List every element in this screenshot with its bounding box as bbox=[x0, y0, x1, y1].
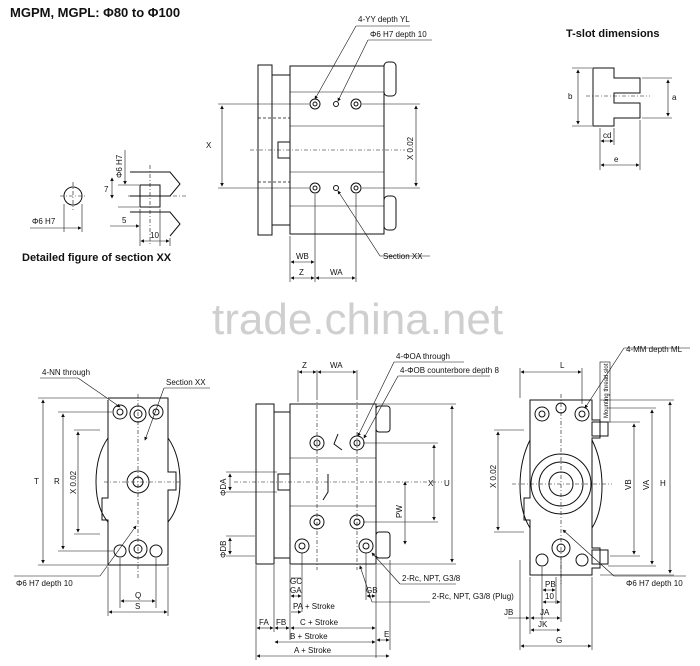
top-dim-wa: WA bbox=[330, 268, 343, 277]
top-callout-phi6: Φ6 H7 depth 10 bbox=[370, 30, 427, 39]
tslot-detail: T-slot dimensions b a cd e bbox=[566, 28, 677, 170]
left-dim-x002: X 0.02 bbox=[69, 470, 78, 494]
top-callout-4yy: 4-YY depth YL bbox=[358, 15, 410, 24]
page-title: MGPM, MGPL: Φ80 to Φ100 bbox=[10, 5, 180, 20]
top-dim-x002: X 0.02 bbox=[406, 136, 415, 160]
top-dim-x: X bbox=[206, 141, 212, 150]
right-dim-jk: JK bbox=[538, 620, 548, 629]
section-detail: Φ6 H7 Φ6 H7 7 5 10 Detailed figure of se… bbox=[22, 150, 186, 264]
top-dim-wb: WB bbox=[296, 252, 309, 261]
front-dim-wa: WA bbox=[330, 361, 343, 370]
top-dim-z: Z bbox=[299, 268, 304, 277]
front-view: 4-ΦOA through 4-ΦOB counterbore depth 8 … bbox=[219, 352, 514, 660]
left-dim-s: S bbox=[135, 602, 140, 611]
tslot-label-b: b bbox=[568, 92, 573, 101]
front-dim-fb: FB bbox=[276, 618, 286, 627]
front-dim-pw: PW bbox=[395, 505, 404, 518]
detail-caption: Detailed figure of section XX bbox=[22, 252, 172, 264]
right-dim-h: H bbox=[660, 479, 666, 488]
top-callout-section-xx: Section XX bbox=[383, 252, 423, 261]
front-dim-e: E bbox=[384, 630, 389, 639]
right-dim-ja: JA bbox=[540, 608, 550, 617]
tslot-label-a: a bbox=[672, 93, 677, 102]
right-dim-pb: PB bbox=[545, 580, 556, 589]
left-dim-t: T bbox=[34, 477, 39, 486]
left-view: 4-NN through Section XX Φ6 H7 depth 10 T… bbox=[14, 368, 210, 616]
detail-section-body bbox=[130, 171, 181, 197]
right-dim-jb: JB bbox=[504, 608, 513, 617]
front-dim-b: B + Stroke bbox=[290, 632, 328, 641]
front-dim-gc: GC bbox=[290, 577, 302, 586]
right-dim-g: G bbox=[556, 636, 562, 645]
right-dim-x002: X 0.02 bbox=[489, 464, 498, 488]
right-view: 4-MM depth ML Mounting thread slot Φ6 H7… bbox=[489, 345, 690, 650]
detail-label-7: 7 bbox=[104, 185, 109, 194]
front-callout-4phioa: 4-ΦOA through bbox=[396, 352, 450, 361]
right-callout-thread-slot: Mounting thread slot bbox=[604, 363, 610, 418]
front-dim-gb: GB bbox=[366, 586, 378, 595]
right-dim-vb: VB bbox=[624, 479, 633, 490]
tslot-label-e: e bbox=[614, 155, 619, 164]
front-dim-fa: FA bbox=[259, 618, 269, 627]
front-callout-rc-plug: 2-Rc, NPT, G3/8 (Plug) bbox=[432, 592, 514, 601]
front-dim-ga: GA bbox=[290, 586, 302, 595]
front-dim-phida: ΦDA bbox=[219, 478, 228, 496]
front-dim-x: X bbox=[428, 479, 434, 488]
left-callout-phi6: Φ6 H7 depth 10 bbox=[16, 579, 73, 588]
front-dim-z: Z bbox=[302, 361, 307, 370]
right-callout-phi6: Φ6 H7 depth 10 bbox=[626, 579, 683, 588]
detail-label-5: 5 bbox=[122, 216, 127, 225]
left-callout-4nn: 4-NN through bbox=[42, 368, 90, 377]
front-dim-pa: PA + Stroke bbox=[293, 602, 335, 611]
tslot-label-cd: cd bbox=[603, 131, 611, 140]
right-dim-va: VA bbox=[642, 479, 651, 490]
left-dim-r: R bbox=[54, 477, 60, 486]
detail-label-10: 10 bbox=[150, 231, 159, 240]
front-callout-4phiob: 4-ΦOB counterbore depth 8 bbox=[400, 366, 499, 375]
watermark: trade.china.net bbox=[212, 295, 503, 344]
right-dim-l: L bbox=[560, 361, 565, 370]
detail-label-phi6-left: Φ6 H7 bbox=[32, 217, 56, 226]
front-callout-rc: 2-Rc, NPT, G3/8 bbox=[402, 574, 461, 583]
left-dim-q: Q bbox=[135, 591, 141, 600]
front-dim-phidb: ΦDB bbox=[219, 541, 228, 559]
right-dim-10: 10 bbox=[545, 592, 554, 601]
front-dim-c: C + Stroke bbox=[300, 618, 339, 627]
left-callout-section-xx: Section XX bbox=[166, 378, 206, 387]
tslot-title: T-slot dimensions bbox=[566, 28, 660, 40]
front-dim-u: U bbox=[444, 479, 450, 488]
top-view: 4-YY depth YL Φ6 H7 depth 10 Section XX … bbox=[206, 15, 432, 282]
detail-label-phi6-right: Φ6 H7 bbox=[115, 154, 124, 178]
tslot-profile bbox=[592, 67, 641, 127]
right-callout-4mm: 4-MM depth ML bbox=[626, 345, 683, 354]
front-dim-a: A + Stroke bbox=[294, 646, 332, 655]
